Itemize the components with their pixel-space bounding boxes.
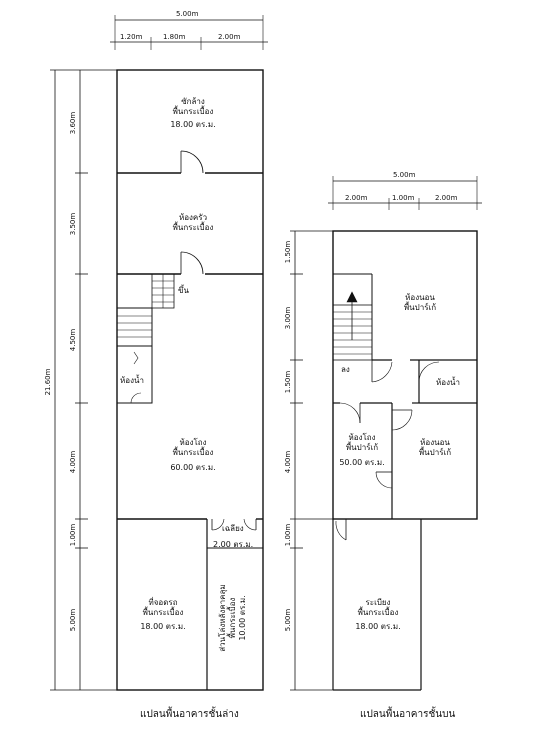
gf-length-part-1: 3.60m [69,111,77,135]
gf-width-part-1: 1.20m [120,33,143,41]
uf-hall-area: 50.00 ตร.ม. [339,458,385,467]
gf-kitchen-floor: พื้นกระเบื้อง [172,223,214,232]
uf-bedroom1-label: ห้องนอน พื้นปาร์เก้ [390,293,450,313]
gf-total-width: 5.00m [176,10,199,18]
gf-garden-name: ส่วนโล่งหลังคาคลุม [218,584,227,652]
uf-bedroom2-label: ห้องนอน พื้นปาร์เก้ [405,438,465,458]
ground-floor-plan [50,15,268,691]
gf-length-part-2: 3.50m [69,212,77,236]
gf-garden-floor: พื้นกระเบื้อง [228,597,237,639]
gf-laundry-floor: พื้นกระเบื้อง [172,107,214,116]
gf-garden-area: 10.00 ตร.ม. [238,595,247,641]
uf-length-part-2: 3.00m [284,306,292,330]
uf-bedroom1-name: ห้องนอน [405,293,435,302]
gf-width-part-2: 1.80m [163,33,186,41]
uf-length-part-1: 1.50m [284,240,292,264]
gf-total-length: 21.60m [44,368,52,396]
gf-caption: แปลนพื้นอาคารชั้นล่าง [140,709,239,720]
gf-laundry-area: 18.00 ตร.ม. [170,120,216,129]
gf-parking-label: ที่จอดรถ พื้นกระเบื้อง 18.00 ตร.ม. [125,598,201,632]
uf-bedroom2-name: ห้องนอน [420,438,450,447]
gf-length-part-3: 4.50m [69,328,77,352]
uf-length-part-6: 5.00m [284,608,292,632]
gf-parking-name: ที่จอดรถ [148,598,178,607]
uf-hall-name: ห้องโถง [348,433,376,442]
gf-length-part-6: 5.00m [69,608,77,632]
uf-length-part-3: 1.50m [284,370,292,394]
uf-hall-floor: พื้นปาร์เก้ [345,443,379,452]
gf-length-part-4: 4.00m [69,450,77,474]
gf-laundry-name: ซักล้าง [181,97,205,106]
gf-garden-label: ส่วนโล่งหลังคาคลุม พื้นกระเบื้อง 10.00 ต… [218,574,248,662]
uf-bedroom2-floor: พื้นปาร์เก้ [418,448,452,457]
gf-hall-floor: พื้นกระเบื้อง [172,448,214,457]
uf-hall-label: ห้องโถง พื้นปาร์เก้ 50.00 ตร.ม. [336,433,388,468]
uf-balcony-area: 18.00 ตร.ม. [355,622,401,631]
uf-bedroom1-floor: พื้นปาร์เก้ [403,303,437,312]
gf-stair-up-label: ขึ้น [178,286,189,295]
uf-balcony-floor: พื้นกระเบื้อง [357,608,399,617]
uf-length-part-5: 1.00m [284,523,292,547]
gf-length-part-5: 1.00m [69,523,77,547]
uf-width-part-2: 1.00m [392,194,415,202]
gf-hall-area: 60.00 ตร.ม. [170,463,216,472]
gf-hall-name: ห้องโถง [179,438,207,447]
gf-parking-area: 18.00 ตร.ม. [140,622,186,631]
upper-floor-plan [290,176,482,691]
gf-kitchen-name: ห้องครัว [178,213,208,222]
uf-stair-down-label: ลง [341,365,350,374]
uf-total-width: 5.00m [393,171,416,179]
gf-porch-width: 2.00 ตร.ม. [213,540,254,549]
gf-parking-floor: พื้นกระเบื้อง [142,608,184,617]
gf-bathroom-label: ห้องน้ำ [120,376,144,385]
gf-hall-label: ห้องโถง พื้นกระเบื้อง 60.00 ตร.ม. [150,438,236,473]
uf-bathroom-label: ห้องน้ำ [436,378,460,387]
uf-caption: แปลนพื้นอาคารชั้นบน [360,709,456,720]
gf-laundry-label: ซักล้าง พื้นกระเบื้อง 18.00 ตร.ม. [150,97,236,130]
uf-balcony-name: ระเบียง [365,598,391,607]
uf-width-part-1: 2.00m [345,194,368,202]
uf-width-part-3: 2.00m [435,194,458,202]
gf-kitchen-label: ห้องครัว พื้นกระเบื้อง [150,213,236,233]
uf-balcony-label: ระเบียง พื้นกระเบื้อง 18.00 ตร.ม. [340,598,416,632]
gf-width-part-3: 2.00m [218,33,241,41]
uf-length-part-4: 4.00m [284,450,292,474]
gf-porch-label: เฉลียง [222,524,244,533]
